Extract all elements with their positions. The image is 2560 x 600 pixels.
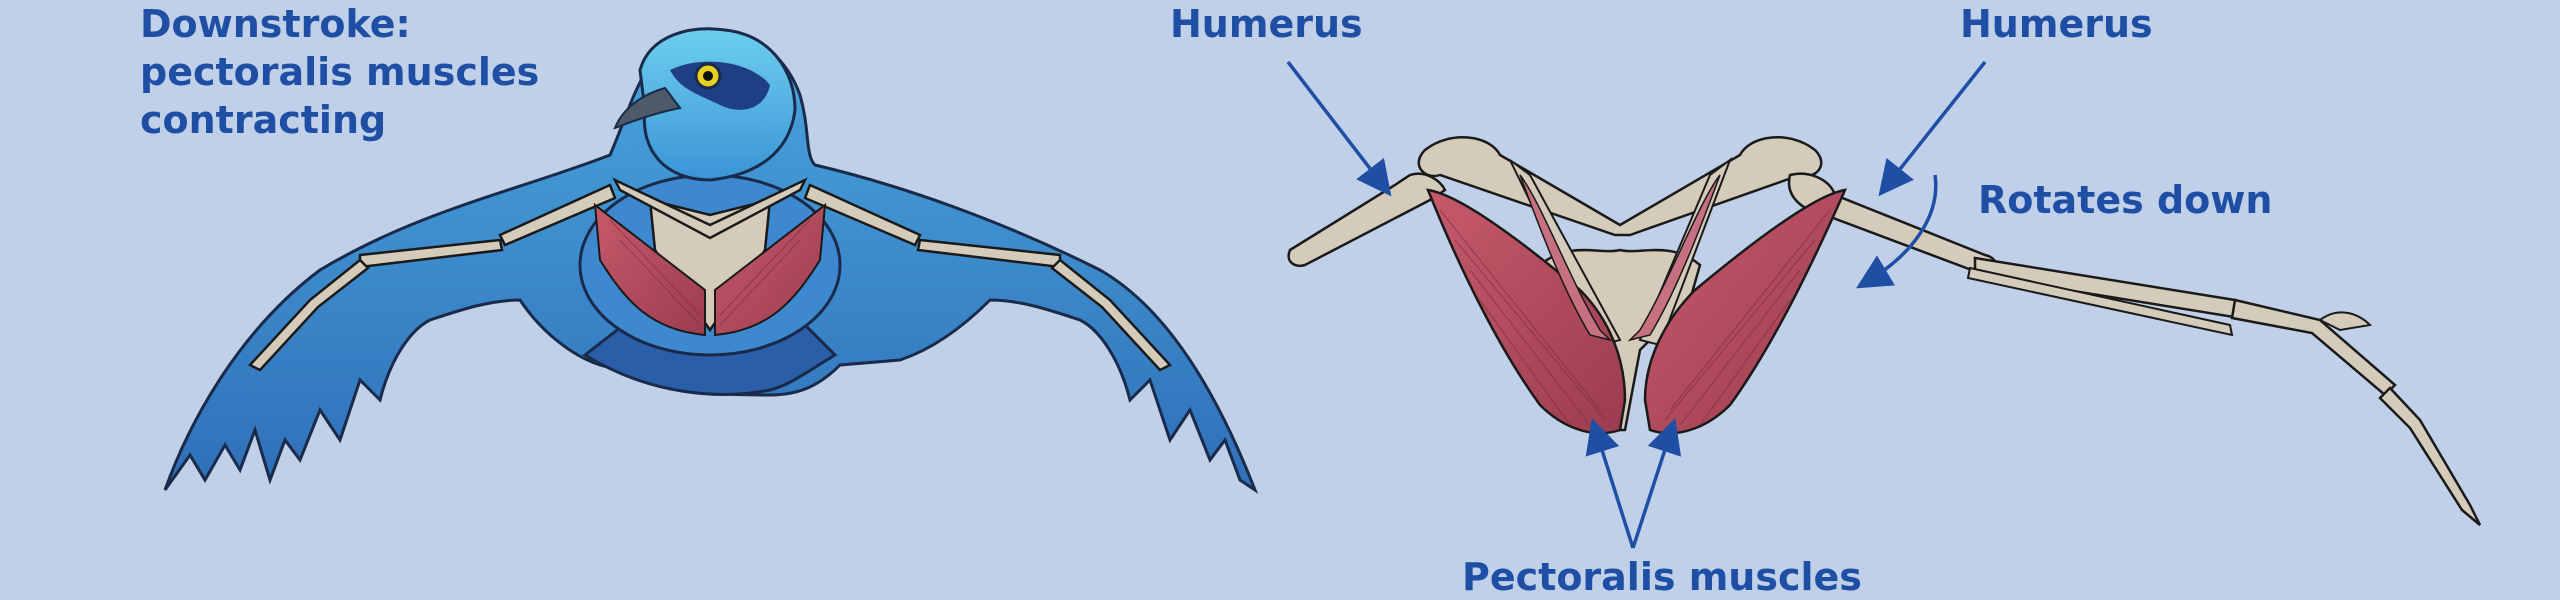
- humerus-left-arrow: [1286, 60, 1392, 197]
- pectoralis-muscles-label: Pectoralis muscles: [1462, 555, 1862, 599]
- title-line-3: contracting: [140, 98, 387, 142]
- title-line-1: Downstroke:: [140, 2, 411, 46]
- rotates-down-arrow: [1855, 174, 1938, 289]
- skeleton-illustration: [1287, 136, 2482, 526]
- bird-illustration: [163, 27, 1259, 494]
- bird-pectoralis-right: [714, 202, 827, 337]
- pectoralis-arrow-left: [1585, 417, 1635, 549]
- pectoralis-right-muscle: [1643, 188, 1848, 435]
- bird-wing-skeleton: [247, 177, 1173, 372]
- label-arrows: [1286, 60, 1987, 549]
- pectoralis-left-muscle: [1426, 188, 1627, 435]
- title-line-2: pectoralis muscles: [140, 50, 540, 94]
- humerus-right-arrow: [1878, 60, 1987, 197]
- humerus-left-label: Humerus: [1170, 2, 1363, 46]
- rotates-down-label: Rotates down: [1978, 178, 2273, 222]
- pectoralis-arrow-right: [1631, 418, 1682, 549]
- diagram-title: Downstroke: pectoralis muscles contracti…: [140, 0, 539, 144]
- humerus-right-label: Humerus: [1960, 2, 2153, 46]
- humerus-left-bone: [1287, 172, 1447, 267]
- bird-beak: [613, 86, 682, 130]
- bird-pectoralis-left: [593, 202, 706, 337]
